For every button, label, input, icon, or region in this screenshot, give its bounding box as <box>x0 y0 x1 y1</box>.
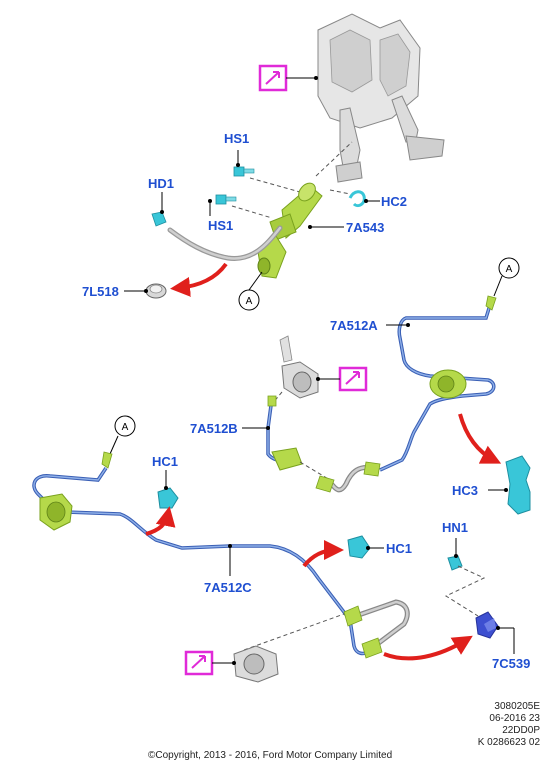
label-7a512c: 7A512C <box>204 580 252 595</box>
connector-a-right-label: A <box>506 264 513 275</box>
gearbox-slave-top <box>279 335 319 399</box>
clip-hc3-icon <box>488 455 531 515</box>
bolt-hs1-top-icon <box>233 150 255 177</box>
lubricate-symbol-top <box>258 64 318 92</box>
connector-a-left-label: A <box>122 422 129 433</box>
label-hc1-mid: HC1 <box>386 541 412 556</box>
red-arrow-hc3 <box>458 413 502 464</box>
hose-clamp-hd1-icon <box>151 192 167 227</box>
grommet-7l518-icon <box>124 283 167 299</box>
red-arrow-7c539 <box>383 635 473 661</box>
label-7a512b: 7A512B <box>190 421 238 436</box>
bolt-hs1-bottom-icon <box>208 194 237 216</box>
label-hc2: HC2 <box>381 194 407 209</box>
label-hc1-left: HC1 <box>152 454 178 469</box>
red-arrow-hc1-left <box>145 506 176 536</box>
label-7a512a: 7A512A <box>330 318 378 333</box>
label-hd1: HD1 <box>148 176 174 191</box>
ref-code-4: K 0286623 02 <box>478 737 541 748</box>
slave-cylinder-bottom <box>233 645 279 683</box>
ref-code-2: 06-2016 23 <box>489 713 540 724</box>
nut-hn1-icon <box>447 538 463 571</box>
damper-7a512c <box>39 493 73 531</box>
red-arrow-hc1-mid <box>302 540 344 568</box>
copyright-text: ©Copyright, 2013 - 2016, Ford Motor Comp… <box>148 750 392 761</box>
label-hc3: HC3 <box>452 483 478 498</box>
label-7a543: 7A543 <box>346 220 384 235</box>
connector-a-top-label: A <box>246 296 253 307</box>
pedal-box-assembly <box>317 13 445 183</box>
damper-7a512a <box>429 369 467 399</box>
fitting-7a512b <box>267 395 303 471</box>
connector-a-right <box>485 257 520 311</box>
label-hs1-bottom: HS1 <box>208 218 233 233</box>
tube-7a512c <box>32 467 372 656</box>
connector-a-left <box>101 415 136 469</box>
connector-a-top <box>238 271 263 311</box>
master-cylinder-7a543 <box>257 182 323 279</box>
clip-hc1-left-icon <box>157 470 179 509</box>
red-arrow-top <box>170 262 228 297</box>
label-7l518: 7L518 <box>82 284 119 299</box>
bracket-7c539-icon <box>475 611 515 654</box>
alignment-lines-top <box>231 141 353 219</box>
lubricate-symbol-mid <box>316 366 368 392</box>
label-hn1: HN1 <box>442 520 468 535</box>
label-7c539: 7C539 <box>492 656 530 671</box>
lubricate-symbol-bottom <box>184 650 236 676</box>
clip-hc2-icon <box>348 190 380 208</box>
ref-code-1: 3080205E <box>494 701 540 712</box>
clip-hc1-mid-icon <box>347 535 384 559</box>
label-hs1-top: HS1 <box>224 131 249 146</box>
ref-code-3: 22DD0P <box>502 725 540 736</box>
